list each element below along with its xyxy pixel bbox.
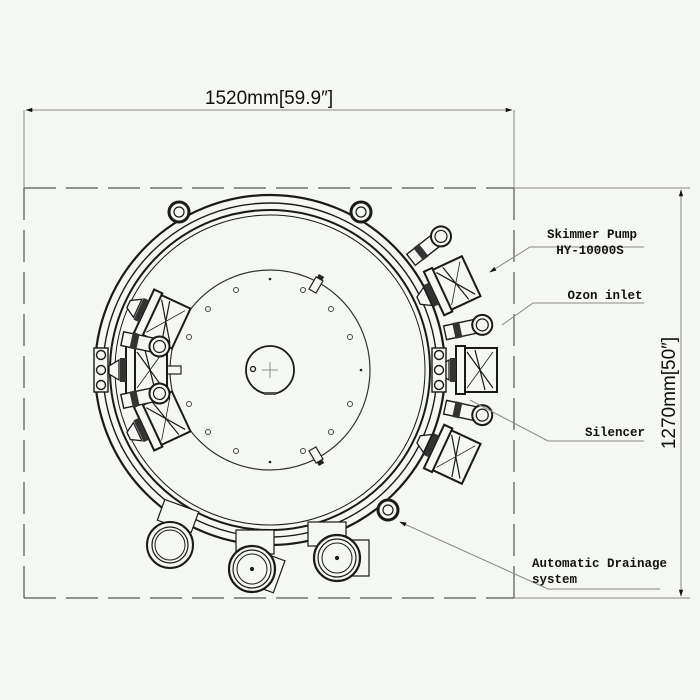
- callout-silencer: Silencer: [585, 426, 645, 440]
- lifting-rings: [167, 200, 400, 522]
- callout-drainage: Automatic Drainage: [532, 557, 667, 571]
- bounding-box: [23, 187, 515, 599]
- callout-skimmer-pump: Skimmer Pump: [547, 228, 637, 242]
- callout-skimmer-pump-model: HY-10000S: [556, 244, 624, 258]
- callout-ozon-inlet: Ozon inlet: [567, 289, 642, 303]
- silencers: [93, 347, 447, 393]
- height-dimension: [514, 187, 690, 599]
- callout-drainage-line2: system: [532, 573, 578, 587]
- bottom-ports: [146, 498, 370, 594]
- leader-lines: [399, 246, 660, 590]
- center-port: [245, 345, 295, 395]
- height-label: 1270mm[50″]: [659, 337, 680, 449]
- width-label: 1520mm[59.9″]: [205, 88, 333, 109]
- width-dimension: [23, 107, 515, 188]
